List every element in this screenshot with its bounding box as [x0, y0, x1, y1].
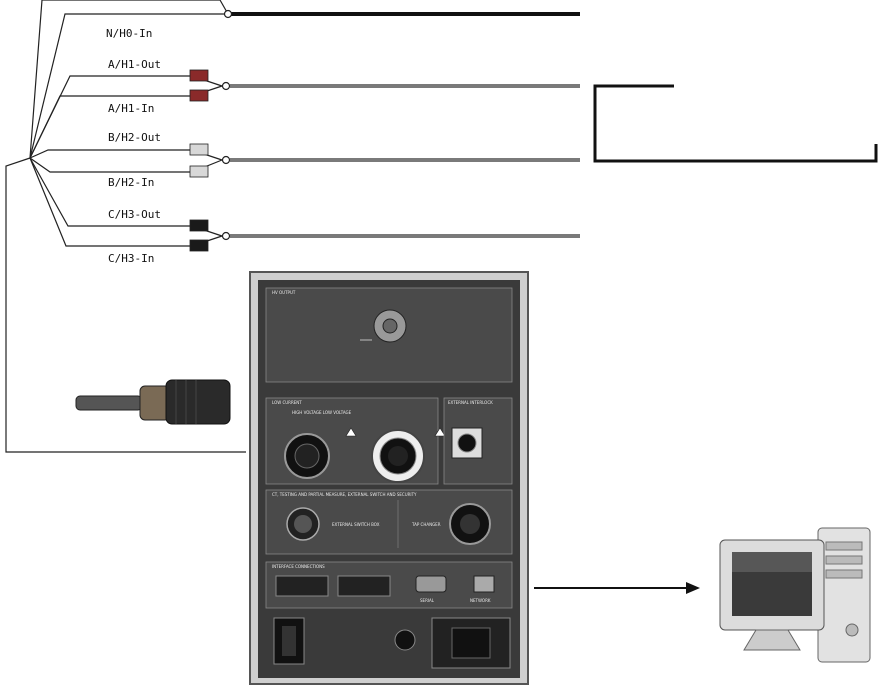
tap-changer-label: TAP CHANGER — [411, 522, 441, 527]
speakon-connector — [75, 379, 231, 425]
fuse-holder — [394, 629, 416, 651]
lead-label-b-out: B/H2-Out — [108, 131, 161, 144]
plug-c-in — [189, 239, 209, 252]
plug-b-out — [189, 143, 209, 156]
lead-label-c-in: C/H3-In — [108, 252, 154, 265]
test-objects-label: CT, TESTING AND PARTIAL MEASURE, EXTERNA… — [272, 492, 417, 497]
interface-port-1 — [275, 575, 329, 597]
junction-a — [221, 81, 231, 91]
hv-output-label: HV OUTPUT — [272, 290, 296, 295]
low-current-label: LOW CURRENT — [272, 400, 302, 405]
network-label: NETWORK — [470, 598, 491, 603]
lead-label-c-out: C/H3-Out — [108, 208, 161, 221]
interlock-label: EXTERNAL INTERLOCK — [448, 400, 493, 405]
lead-label-a-in: A/H1-In — [108, 102, 154, 115]
lead-label-b-in: B/H2-In — [108, 176, 154, 189]
ext-switch-label: EXTERNAL SWITCH BOX — [332, 522, 380, 527]
cables — [221, 9, 580, 241]
serial-label: SERIAL — [420, 598, 435, 603]
warning-triangle-icon-2 — [434, 427, 446, 437]
warning-triangle-icon — [345, 427, 357, 437]
lead-label-a-out: A/H1-Out — [108, 58, 161, 71]
network-port — [473, 575, 495, 593]
test-object-label-blur — [690, 133, 800, 143]
plug-b-in — [189, 165, 209, 178]
junction-c — [221, 231, 231, 241]
device-panel: HV OUTPUT LOW CURRENT HIGH VOLTAGE LOW V… — [249, 271, 529, 685]
plug-a-out — [189, 69, 209, 82]
lead-to-device — [5, 157, 246, 453]
lead-labels: N/H0-In A/H1-Out A/H1-In B/H2-Out B/H2-I… — [106, 27, 161, 265]
interfaces-label: INTERFACE CONNECTIONS — [272, 564, 325, 569]
plug-a-in — [189, 89, 209, 102]
plug-c-out — [189, 219, 209, 232]
meas-inputs-label: HIGH VOLTAGE LOW VOLTAGE — [292, 410, 352, 415]
arrow-right-icon — [534, 582, 700, 594]
test-object-bracket — [593, 84, 878, 163]
lead-label-n-in: N/H0-In — [106, 27, 152, 40]
desktop-computer-icon — [719, 527, 871, 663]
serial-port — [415, 575, 447, 593]
interface-port-2 — [337, 575, 391, 597]
plugs — [189, 69, 209, 252]
junction-n — [223, 9, 233, 19]
junction-b — [221, 155, 231, 165]
